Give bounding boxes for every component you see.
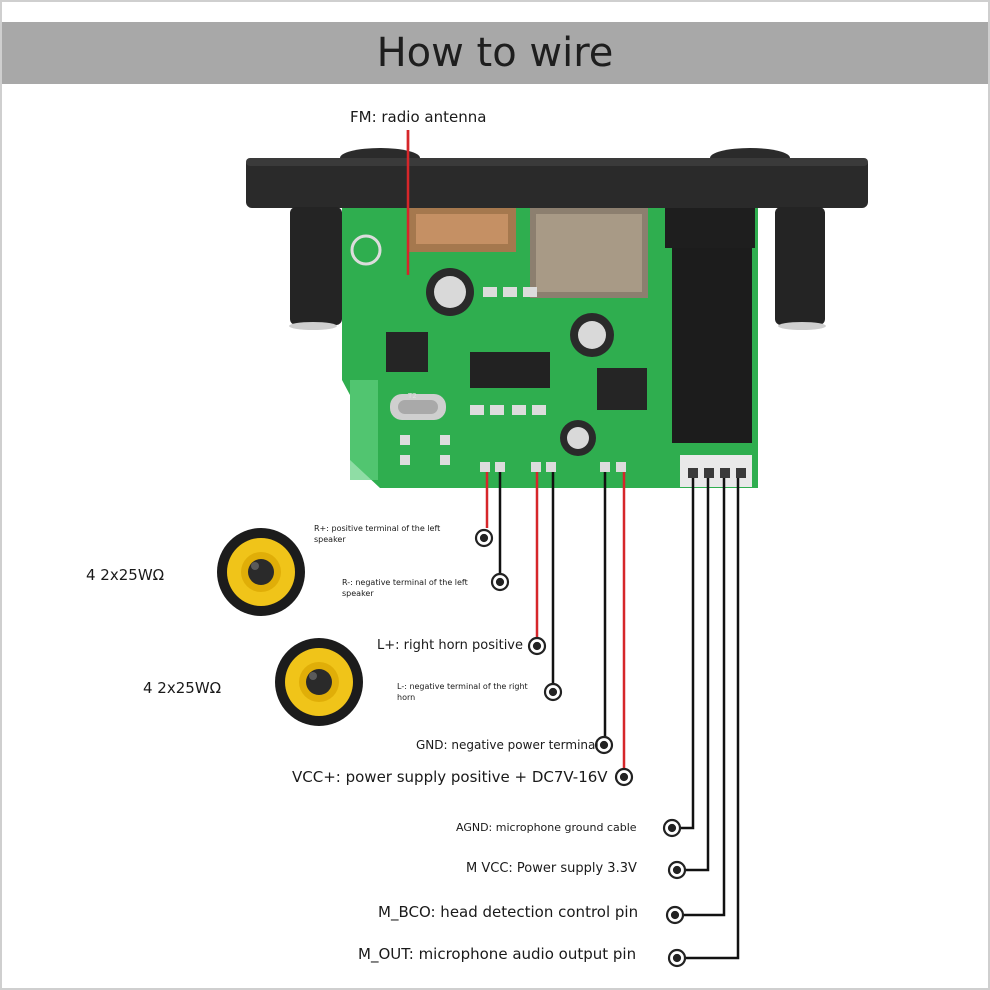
speaker-left-rating: 4 2x25WΩ bbox=[86, 566, 165, 584]
label-mbco: M_BCO: head detection control pin bbox=[378, 903, 639, 921]
label-r-minus: R-: negative terminal of the left speake… bbox=[342, 578, 468, 598]
speaker-right-rating: 4 2x25WΩ bbox=[143, 679, 222, 697]
page-title: How to wire bbox=[376, 30, 614, 76]
terminal-wires bbox=[485, 472, 740, 960]
label-l-plus: L+: right horn positive bbox=[377, 638, 523, 653]
module-bezel bbox=[246, 148, 868, 330]
pcb-board: T2 bbox=[342, 208, 758, 488]
label-l-minus: L-: negative terminal of the right horn bbox=[397, 682, 528, 702]
label-vcc: VCC+: power supply positive + DC7V-16V bbox=[292, 768, 608, 786]
crystal-marking: T2 bbox=[407, 392, 417, 400]
speaker-right bbox=[275, 638, 363, 726]
terminal-rings bbox=[474, 528, 687, 968]
label-gnd: GND: negative power terminal bbox=[416, 738, 599, 752]
label-r-plus: R+: positive terminal of the left speake… bbox=[314, 524, 441, 544]
label-mout: M_OUT: microphone audio output pin bbox=[358, 945, 637, 963]
label-agnd: AGND: microphone ground cable bbox=[456, 821, 637, 834]
speaker-left bbox=[217, 528, 305, 616]
title-banner: How to wire bbox=[0, 22, 990, 84]
fm-antenna-label: FM: radio antenna bbox=[350, 108, 487, 126]
label-mvcc: M VCC: Power supply 3.3V bbox=[466, 861, 637, 876]
